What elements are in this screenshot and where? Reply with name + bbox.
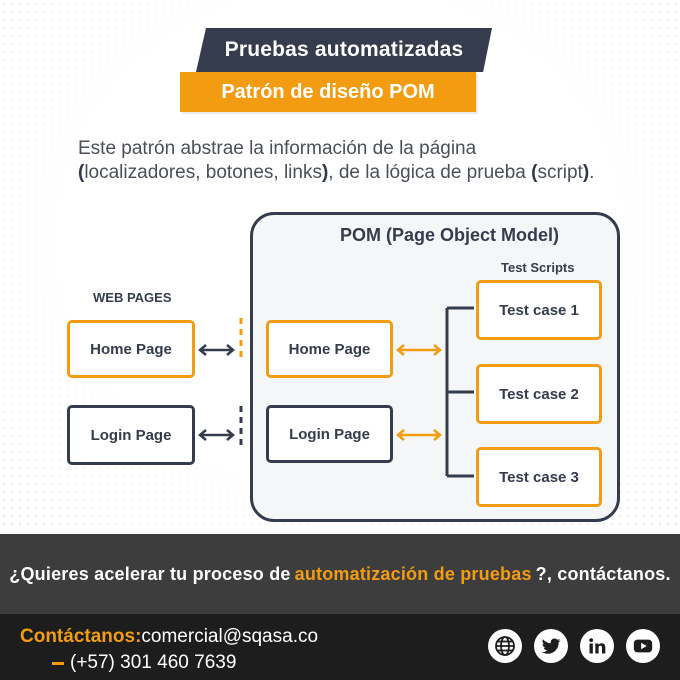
contact-phone[interactable]: (+57) 301 460 7639 — [70, 652, 237, 673]
social-icons — [488, 629, 660, 663]
pom-login-arrow — [396, 429, 442, 441]
test-case-3-box: Test case 3 — [476, 447, 602, 507]
test-case-bracket — [445, 306, 474, 478]
paren-open-1: ( — [78, 162, 85, 183]
pom-home-arrow — [396, 344, 442, 356]
web-pages-label: WEB PAGES — [93, 290, 172, 305]
contact-email[interactable]: comercial@sqasa.co — [141, 626, 319, 647]
paren-close-1: ) — [321, 162, 329, 183]
footer: Contáctanos:comercial@sqasa.co (+57) 301… — [0, 614, 680, 680]
contact-line: Contáctanos:comercial@sqasa.co — [20, 626, 318, 648]
cta-text-after: ?, contáctanos. — [535, 563, 671, 584]
intro-line-1: Este patrón abstrae la información de la… — [78, 138, 477, 159]
cta-text-before: ¿Quieres acelerar tu proceso de — [9, 563, 291, 584]
contact-label: Contáctanos: — [20, 626, 142, 647]
call-to-action-bar: ¿Quieres acelerar tu proceso de automati… — [0, 534, 680, 614]
pom-home-page-box: Home Page — [266, 320, 393, 378]
intro-segment-a: localizadores, botones, links — [84, 162, 322, 183]
web-login-page-box: Login Page — [67, 405, 195, 465]
youtube-icon[interactable] — [626, 629, 660, 663]
intro-text: Este patrón abstrae la información de la… — [78, 137, 638, 185]
phone-dash — [52, 661, 64, 665]
page-subtitle: Patrón de diseño POM — [180, 72, 476, 112]
intro-period: . — [589, 162, 595, 183]
phone-line: (+57) 301 460 7639 — [52, 652, 236, 674]
intro-segment-c: script — [537, 162, 583, 183]
cta-highlight: automatización de pruebas — [294, 563, 532, 584]
page-title: Pruebas automatizadas — [196, 28, 492, 72]
pom-diagram: POM (Page Object Model) Test Scripts WEB… — [0, 200, 680, 530]
test-case-2-box: Test case 2 — [476, 364, 602, 424]
paren-open-2: ( — [531, 162, 538, 183]
globe-icon[interactable] — [488, 629, 522, 663]
linkedin-icon[interactable] — [580, 629, 614, 663]
test-scripts-label: Test Scripts — [501, 260, 575, 275]
web-home-page-box: Home Page — [67, 320, 195, 378]
test-case-1-box: Test case 1 — [476, 280, 602, 340]
web-home-arrow — [198, 344, 235, 356]
paren-close-2: ) — [582, 162, 590, 183]
connector-lines — [198, 306, 474, 478]
intro-segment-b: , de la lógica de prueba — [328, 162, 532, 183]
intro-line-2: (localizadores, botones, links), de la l… — [78, 161, 638, 185]
web-login-arrow — [198, 429, 235, 441]
pom-title: POM (Page Object Model) — [340, 225, 560, 245]
pom-login-page-box: Login Page — [266, 405, 393, 463]
twitter-icon[interactable] — [534, 629, 568, 663]
